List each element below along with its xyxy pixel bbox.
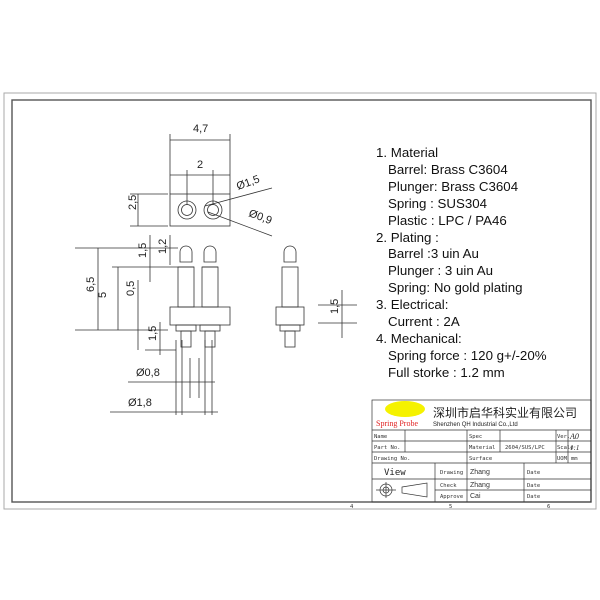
spec-plating-heading: 2. Plating : bbox=[376, 229, 439, 245]
ruler-mark-4: 4 bbox=[350, 504, 354, 510]
tb-unit-value: mm bbox=[571, 456, 578, 462]
tb-scale-value: 1:1 bbox=[570, 444, 579, 452]
tb-name-label: Name bbox=[374, 434, 387, 440]
dim-overall-height: 6,5 bbox=[85, 277, 97, 292]
tb-approve-label: Approve bbox=[440, 494, 463, 500]
dim-barrel-height: 5 bbox=[97, 292, 109, 298]
spec-plunger-material: Plunger: Brass C3604 bbox=[388, 178, 519, 194]
dim-tail-dia: Ø0,8 bbox=[136, 367, 160, 379]
dim-barrel-dia: Ø1,8 bbox=[128, 397, 152, 409]
spec-plastic-material: Plastic : LPC / PA46 bbox=[388, 212, 507, 228]
tb-drawingno-label: Drawing No. bbox=[374, 456, 410, 462]
spec-barrel-plating: Barrel :3 uin Au bbox=[388, 246, 479, 262]
spec-plunger-plating: Plunger : 3 uin Au bbox=[388, 263, 493, 279]
dim-outer-dia: Ø1,5 bbox=[235, 173, 262, 192]
dim-stroke: 1,2 bbox=[157, 239, 169, 254]
tb-check-by: Zhang bbox=[470, 482, 490, 489]
dim-gap: 0,5 bbox=[125, 281, 137, 296]
dim-tip: 1,5 bbox=[137, 243, 149, 258]
title-block bbox=[371, 399, 592, 503]
spec-spring-material: Spring : SUS304 bbox=[388, 195, 488, 211]
tb-date-3: Date bbox=[527, 494, 540, 500]
tb-material-value: 2604/SUS/LPC bbox=[505, 445, 545, 451]
spec-electrical-heading: 3. Electrical: bbox=[376, 297, 449, 313]
top-view-body bbox=[169, 193, 231, 227]
logo-text: Spring Probe bbox=[376, 419, 418, 428]
company-en: Shenzhen QH Industrial Co.,Ltd bbox=[433, 422, 518, 428]
dim-inner-dia: Ø0,9 bbox=[247, 208, 274, 227]
spec-barrel-material: Barrel: Brass C3604 bbox=[388, 161, 508, 177]
tb-drawing-label: Drawing bbox=[440, 470, 463, 476]
spec-current: Current : 2A bbox=[388, 314, 460, 330]
dim-width: 4,7 bbox=[193, 123, 208, 135]
tb-material-label: Material bbox=[469, 445, 496, 451]
tb-date-2: Date bbox=[527, 483, 540, 489]
dim-pitch: 2 bbox=[197, 159, 203, 171]
tb-view-label: View bbox=[384, 468, 406, 478]
spec-spring-plating: Spring: No gold plating bbox=[388, 280, 523, 296]
tb-unit-label: UOM bbox=[557, 456, 568, 462]
tb-scale-label: Scale bbox=[557, 445, 574, 451]
tb-ver-value: A0 bbox=[569, 432, 579, 441]
spec-material-heading: 1. Material bbox=[376, 145, 439, 160]
dim-height: 2,5 bbox=[127, 195, 139, 210]
tb-partno-label: Part No. bbox=[374, 445, 401, 451]
tb-ver-label: Ver. bbox=[557, 434, 570, 440]
logo-blob bbox=[385, 401, 425, 417]
spec-full-stroke: Full storke : 1.2 mm bbox=[388, 364, 505, 380]
tb-drawing-by: Zhang bbox=[470, 469, 490, 476]
dim-insulator: 1,5 bbox=[329, 299, 341, 314]
tb-date-1: Date bbox=[527, 470, 540, 476]
inner-frame bbox=[11, 99, 592, 503]
company-cn: 深圳市启华科实业有限公司 bbox=[433, 405, 577, 420]
outer-frame bbox=[3, 92, 597, 510]
tb-spec-label: Spec bbox=[469, 434, 482, 440]
spec-mechanical-heading: 4. Mechanical: bbox=[376, 330, 462, 346]
tb-approve-by: Cai bbox=[470, 493, 481, 500]
ruler-mark-6: 6 bbox=[547, 504, 550, 510]
tb-check-label: Check bbox=[440, 483, 457, 489]
spec-spring-force: Spring force : 120 g+/-20% bbox=[388, 347, 547, 363]
tb-surface-label: Surface bbox=[469, 456, 492, 462]
dim-tail: 1,5 bbox=[147, 326, 159, 341]
ruler-mark-5: 5 bbox=[449, 504, 452, 510]
specification-list: 1. Material Barrel: Brass C3604 Plunger:… bbox=[376, 145, 547, 382]
